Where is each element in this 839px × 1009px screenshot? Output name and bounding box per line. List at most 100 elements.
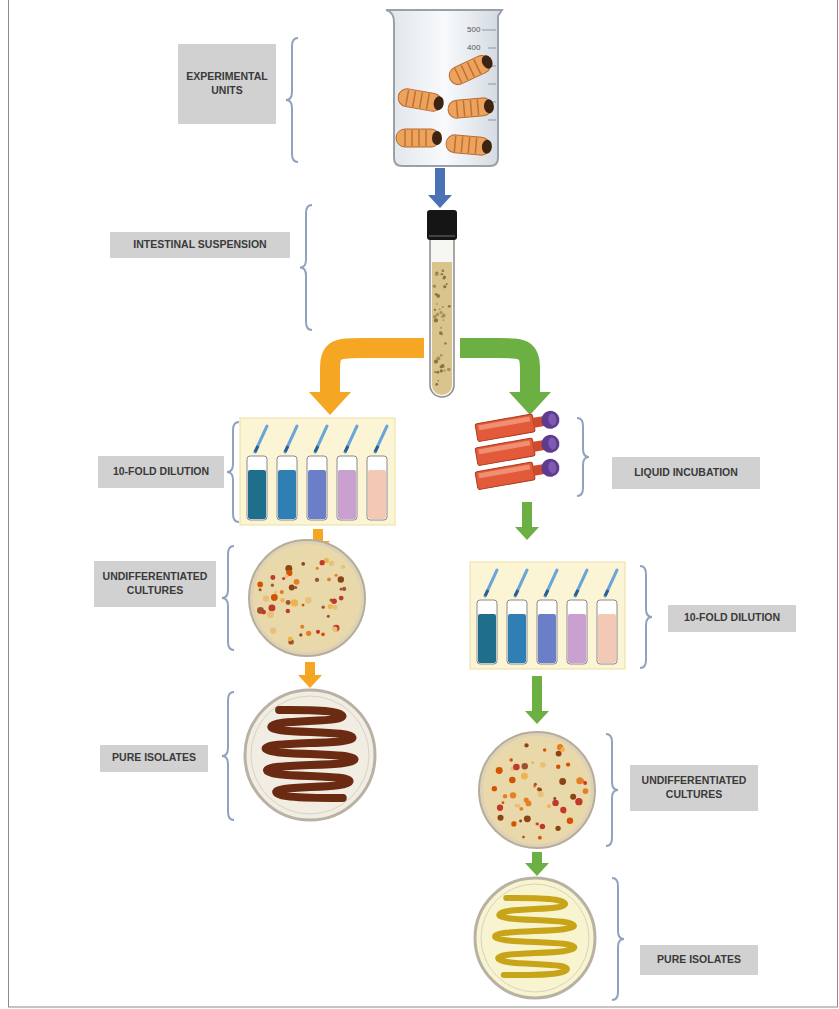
petri-dish: [575, 798, 582, 805]
petri-dish: [271, 584, 274, 587]
dilution-tubes: [368, 470, 386, 519]
test-tube: [448, 305, 451, 308]
larva: [396, 129, 442, 147]
test-tube: [443, 369, 445, 371]
dilution-tubes: [567, 600, 587, 664]
petri-dish: [259, 588, 262, 591]
petri-dish: [543, 748, 547, 752]
larva: [455, 68, 462, 83]
culture-flasks: [475, 462, 535, 490]
petri-dish: [340, 588, 343, 591]
dilution-tubes: [575, 570, 587, 596]
test-tube: [432, 262, 452, 395]
petri-dish: [555, 826, 560, 831]
larva: [475, 138, 476, 154]
petri-dish: [305, 597, 312, 604]
petri-dish: [503, 794, 507, 798]
larva: [433, 96, 445, 112]
petri-dish: [300, 625, 304, 629]
petri-dish: [327, 578, 331, 582]
larva: [463, 101, 464, 117]
larva: [406, 90, 409, 106]
label-text: LIQUID INCUBATION: [620, 466, 752, 480]
bracket: [227, 422, 239, 522]
larva: [474, 59, 481, 74]
larva: [468, 62, 475, 77]
flow-arrow: [309, 392, 351, 415]
petri-dish: [322, 605, 325, 608]
larva: [456, 101, 457, 117]
dilution-tubes: [345, 446, 348, 452]
label-box: UNDIFFERENTIATED CULTURES: [630, 765, 758, 811]
culture-flasks: [478, 440, 530, 454]
petri-dish: [521, 773, 528, 780]
dilution-tubes: [240, 418, 395, 525]
test-tube: [434, 360, 438, 364]
dilution-tubes: [605, 570, 617, 596]
petri-dish: [288, 637, 293, 642]
petri-dish: [339, 596, 344, 601]
dilution-tubes: [568, 614, 586, 663]
petri-dish: [270, 628, 276, 634]
larva: [413, 91, 416, 107]
beaker: [488, 48, 496, 49]
dilution-tubes: [255, 446, 258, 452]
petri-dish: [294, 586, 297, 589]
test-tube: [442, 319, 444, 321]
dilution-tubes: [255, 426, 267, 452]
flow-arrow: [305, 662, 315, 676]
petri-dish: [328, 604, 333, 609]
test-tube: [442, 306, 444, 308]
dilution-tubes: [597, 600, 617, 664]
petri-dish: [306, 631, 311, 636]
culture-flasks: [475, 457, 561, 489]
dilution-tubes: [240, 418, 395, 525]
bracket: [222, 38, 652, 1000]
flow-arrow: [298, 675, 322, 688]
flow-arrow: [525, 863, 549, 876]
petri-dish: [566, 762, 570, 766]
petri-dish: [479, 732, 595, 848]
petri-dish: [536, 823, 539, 826]
bracket: [222, 546, 234, 650]
petri-dish: [583, 788, 589, 794]
larva: [468, 137, 469, 153]
test-tube: [436, 294, 440, 298]
culture-flasks: [540, 457, 561, 478]
bracket: [222, 692, 234, 820]
larva: [446, 52, 495, 88]
dilution-tubes: [470, 562, 625, 669]
label-box: LIQUID INCUBATION: [612, 457, 760, 489]
petri-dish: [552, 800, 558, 806]
dilution-tubes: [277, 456, 297, 520]
petri-dish: [245, 690, 375, 820]
label-box: 10-FOLD DILUTION: [668, 605, 796, 632]
test-tube: [435, 272, 439, 276]
petri-dish: [540, 824, 546, 830]
dilution-tubes: [307, 456, 327, 520]
petri-dish: [280, 598, 285, 603]
dilution-tubes: [575, 590, 578, 596]
petri-dish: [539, 788, 542, 791]
petri-dish: [567, 817, 573, 823]
dilution-tubes: [285, 426, 297, 452]
test-tube: [446, 283, 448, 285]
label-text: INTESTINAL SUSPENSION: [118, 238, 282, 252]
test-tube: [440, 327, 442, 329]
label-text: UNDIFFERENTIATED CULTURES: [102, 570, 208, 597]
test-tube: [443, 285, 446, 288]
dilution-tubes: [375, 426, 387, 452]
petri-dish: [253, 544, 361, 652]
culture-flasks: [475, 438, 535, 466]
dilution-tubes: [485, 570, 497, 596]
dilution-tubes: [308, 470, 326, 519]
petri-dish: [502, 801, 505, 804]
culture-flasks: [547, 437, 557, 450]
larva: [411, 130, 413, 146]
petri-dish: [270, 575, 275, 580]
petri-dish: [531, 761, 534, 764]
petri-dish: [496, 767, 503, 774]
petri-dish: [576, 777, 583, 784]
flow-arrow: [525, 711, 549, 724]
dilution-tubes: [545, 590, 548, 596]
